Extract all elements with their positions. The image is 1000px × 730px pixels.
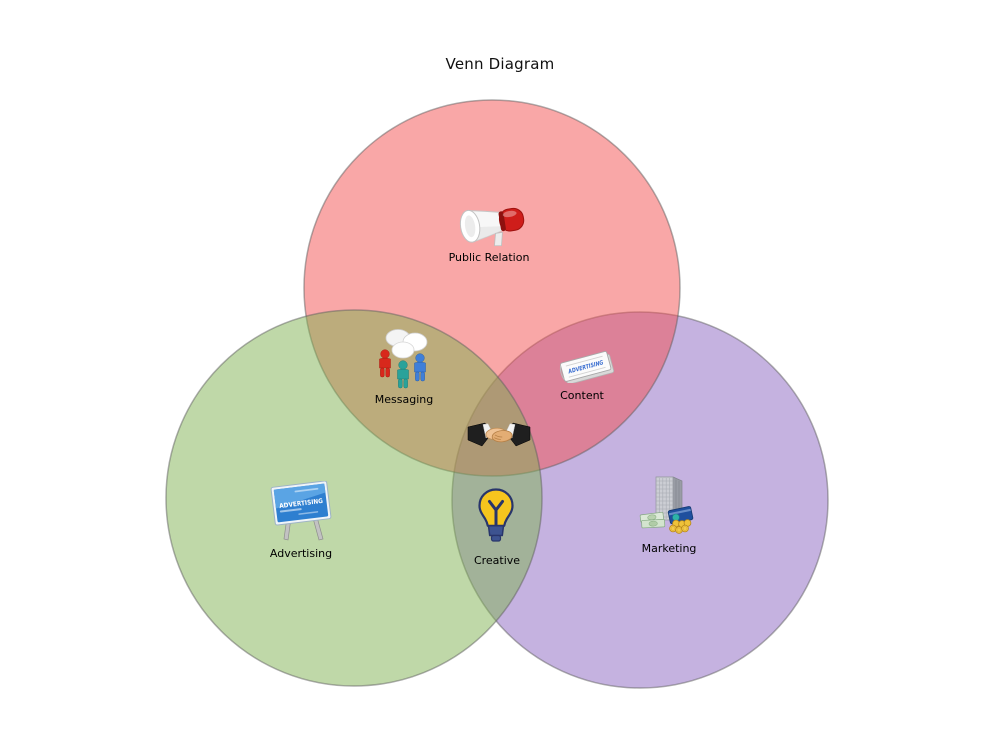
person-blue [414, 353, 426, 382]
people-speech-bubbles-icon[interactable] [375, 327, 433, 391]
megaphone-shape [459, 207, 525, 247]
coins [669, 519, 692, 534]
messaging-label: Messaging [374, 393, 434, 406]
diagram-title: Venn Diagram [445, 55, 555, 73]
banknotes [639, 511, 666, 529]
creative-label: Creative [473, 554, 521, 567]
handshake-icon[interactable] [467, 420, 531, 452]
newspaper-icon[interactable]: ADVERTISING [549, 345, 621, 383]
megaphone-icon[interactable] [456, 200, 526, 248]
speech-bubbles [385, 329, 428, 359]
newspaper-shape: ADVERTISING [559, 351, 615, 383]
handshake-shape [467, 422, 531, 447]
lightbulb-shape [478, 488, 514, 542]
billboard-board: ADVERTISING [270, 481, 332, 526]
person-teal [397, 360, 409, 389]
public-relation-label: Public Relation [448, 251, 530, 264]
advertising-label: Advertising [269, 547, 333, 560]
person-red [379, 349, 391, 378]
office-building-icon[interactable] [637, 470, 701, 536]
marketing-label: Marketing [641, 542, 697, 555]
lightbulb-icon[interactable] [475, 487, 517, 545]
content-label: Content [560, 389, 604, 402]
venn-circle-advertising[interactable] [165, 309, 543, 687]
billboard-icon[interactable]: ADVERTISING [266, 481, 336, 543]
